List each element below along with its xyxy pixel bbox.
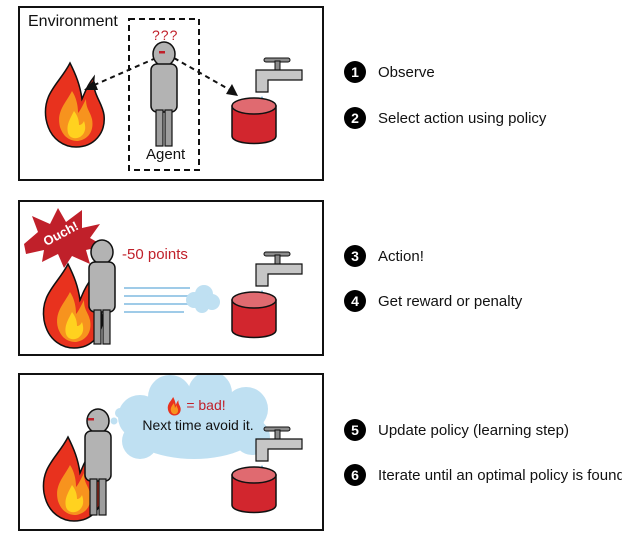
step-iterate: 6 Iterate until an optimal policy is fou… — [344, 463, 622, 487]
observe-illustration — [44, 18, 303, 171]
update-illustration — [42, 375, 303, 522]
water-bucket-icon — [231, 466, 277, 514]
dust-cloud-icon — [186, 285, 220, 313]
faucet-icon — [255, 426, 303, 472]
step-action: 3 Action! — [344, 244, 424, 268]
fire-icon — [44, 61, 105, 148]
step-observe: 1 Observe — [344, 60, 435, 84]
arrow-to-fire — [91, 57, 157, 87]
step-number-badge: 4 — [344, 290, 366, 312]
faucet-icon — [255, 57, 303, 103]
step-label: Observe — [378, 63, 435, 81]
points-label: -50 points — [122, 246, 188, 263]
agent-robot-icon — [150, 41, 178, 147]
step-reward: 4 Get reward or penalty — [344, 289, 522, 313]
agent-dashed-box — [128, 18, 200, 171]
environment-label: Environment — [28, 13, 118, 30]
step-update-policy: 5 Update policy (learning step) — [344, 418, 569, 442]
step-label: Select action using policy — [378, 109, 547, 127]
action-illustration — [24, 208, 303, 349]
step-label: Update policy (learning step) — [378, 421, 569, 439]
agent-robot-icon — [84, 408, 112, 516]
agent-robot-icon — [88, 239, 116, 345]
steps-list: 1 Observe 2 Select action using policy 3… — [344, 0, 622, 539]
thought-next-label: Next time avoid it. — [142, 417, 254, 433]
step-number-badge: 3 — [344, 245, 366, 267]
question-marks: ??? — [152, 27, 179, 43]
faucet-icon — [255, 251, 303, 297]
step-number-badge: 2 — [344, 107, 366, 129]
water-bucket-icon — [231, 291, 277, 339]
water-bucket-icon — [231, 97, 277, 145]
fire-icon — [42, 262, 103, 349]
ouch-burst-icon — [24, 208, 104, 268]
step-number-badge: 1 — [344, 61, 366, 83]
step-select-action: 2 Select action using policy — [344, 106, 546, 130]
update-panel: = bad! Next time avoid it. — [18, 373, 324, 531]
fire-icon-small — [167, 397, 181, 416]
step-label: Iterate until an optimal policy is found — [378, 466, 622, 484]
observe-panel: Environment ??? Agent — [18, 6, 324, 181]
action-panel: Ouch! -50 points — [18, 200, 324, 356]
agent-label: Agent — [146, 146, 186, 163]
step-number-badge: 6 — [344, 464, 366, 486]
step-label: Get reward or penalty — [378, 292, 523, 310]
motion-lines — [124, 287, 196, 313]
thought-cloud-icon — [110, 375, 270, 459]
step-number-badge: 5 — [344, 419, 366, 441]
step-label: Action! — [378, 247, 424, 265]
thought-bad-label: = bad! — [186, 397, 226, 413]
arrow-to-bucket — [173, 57, 231, 91]
